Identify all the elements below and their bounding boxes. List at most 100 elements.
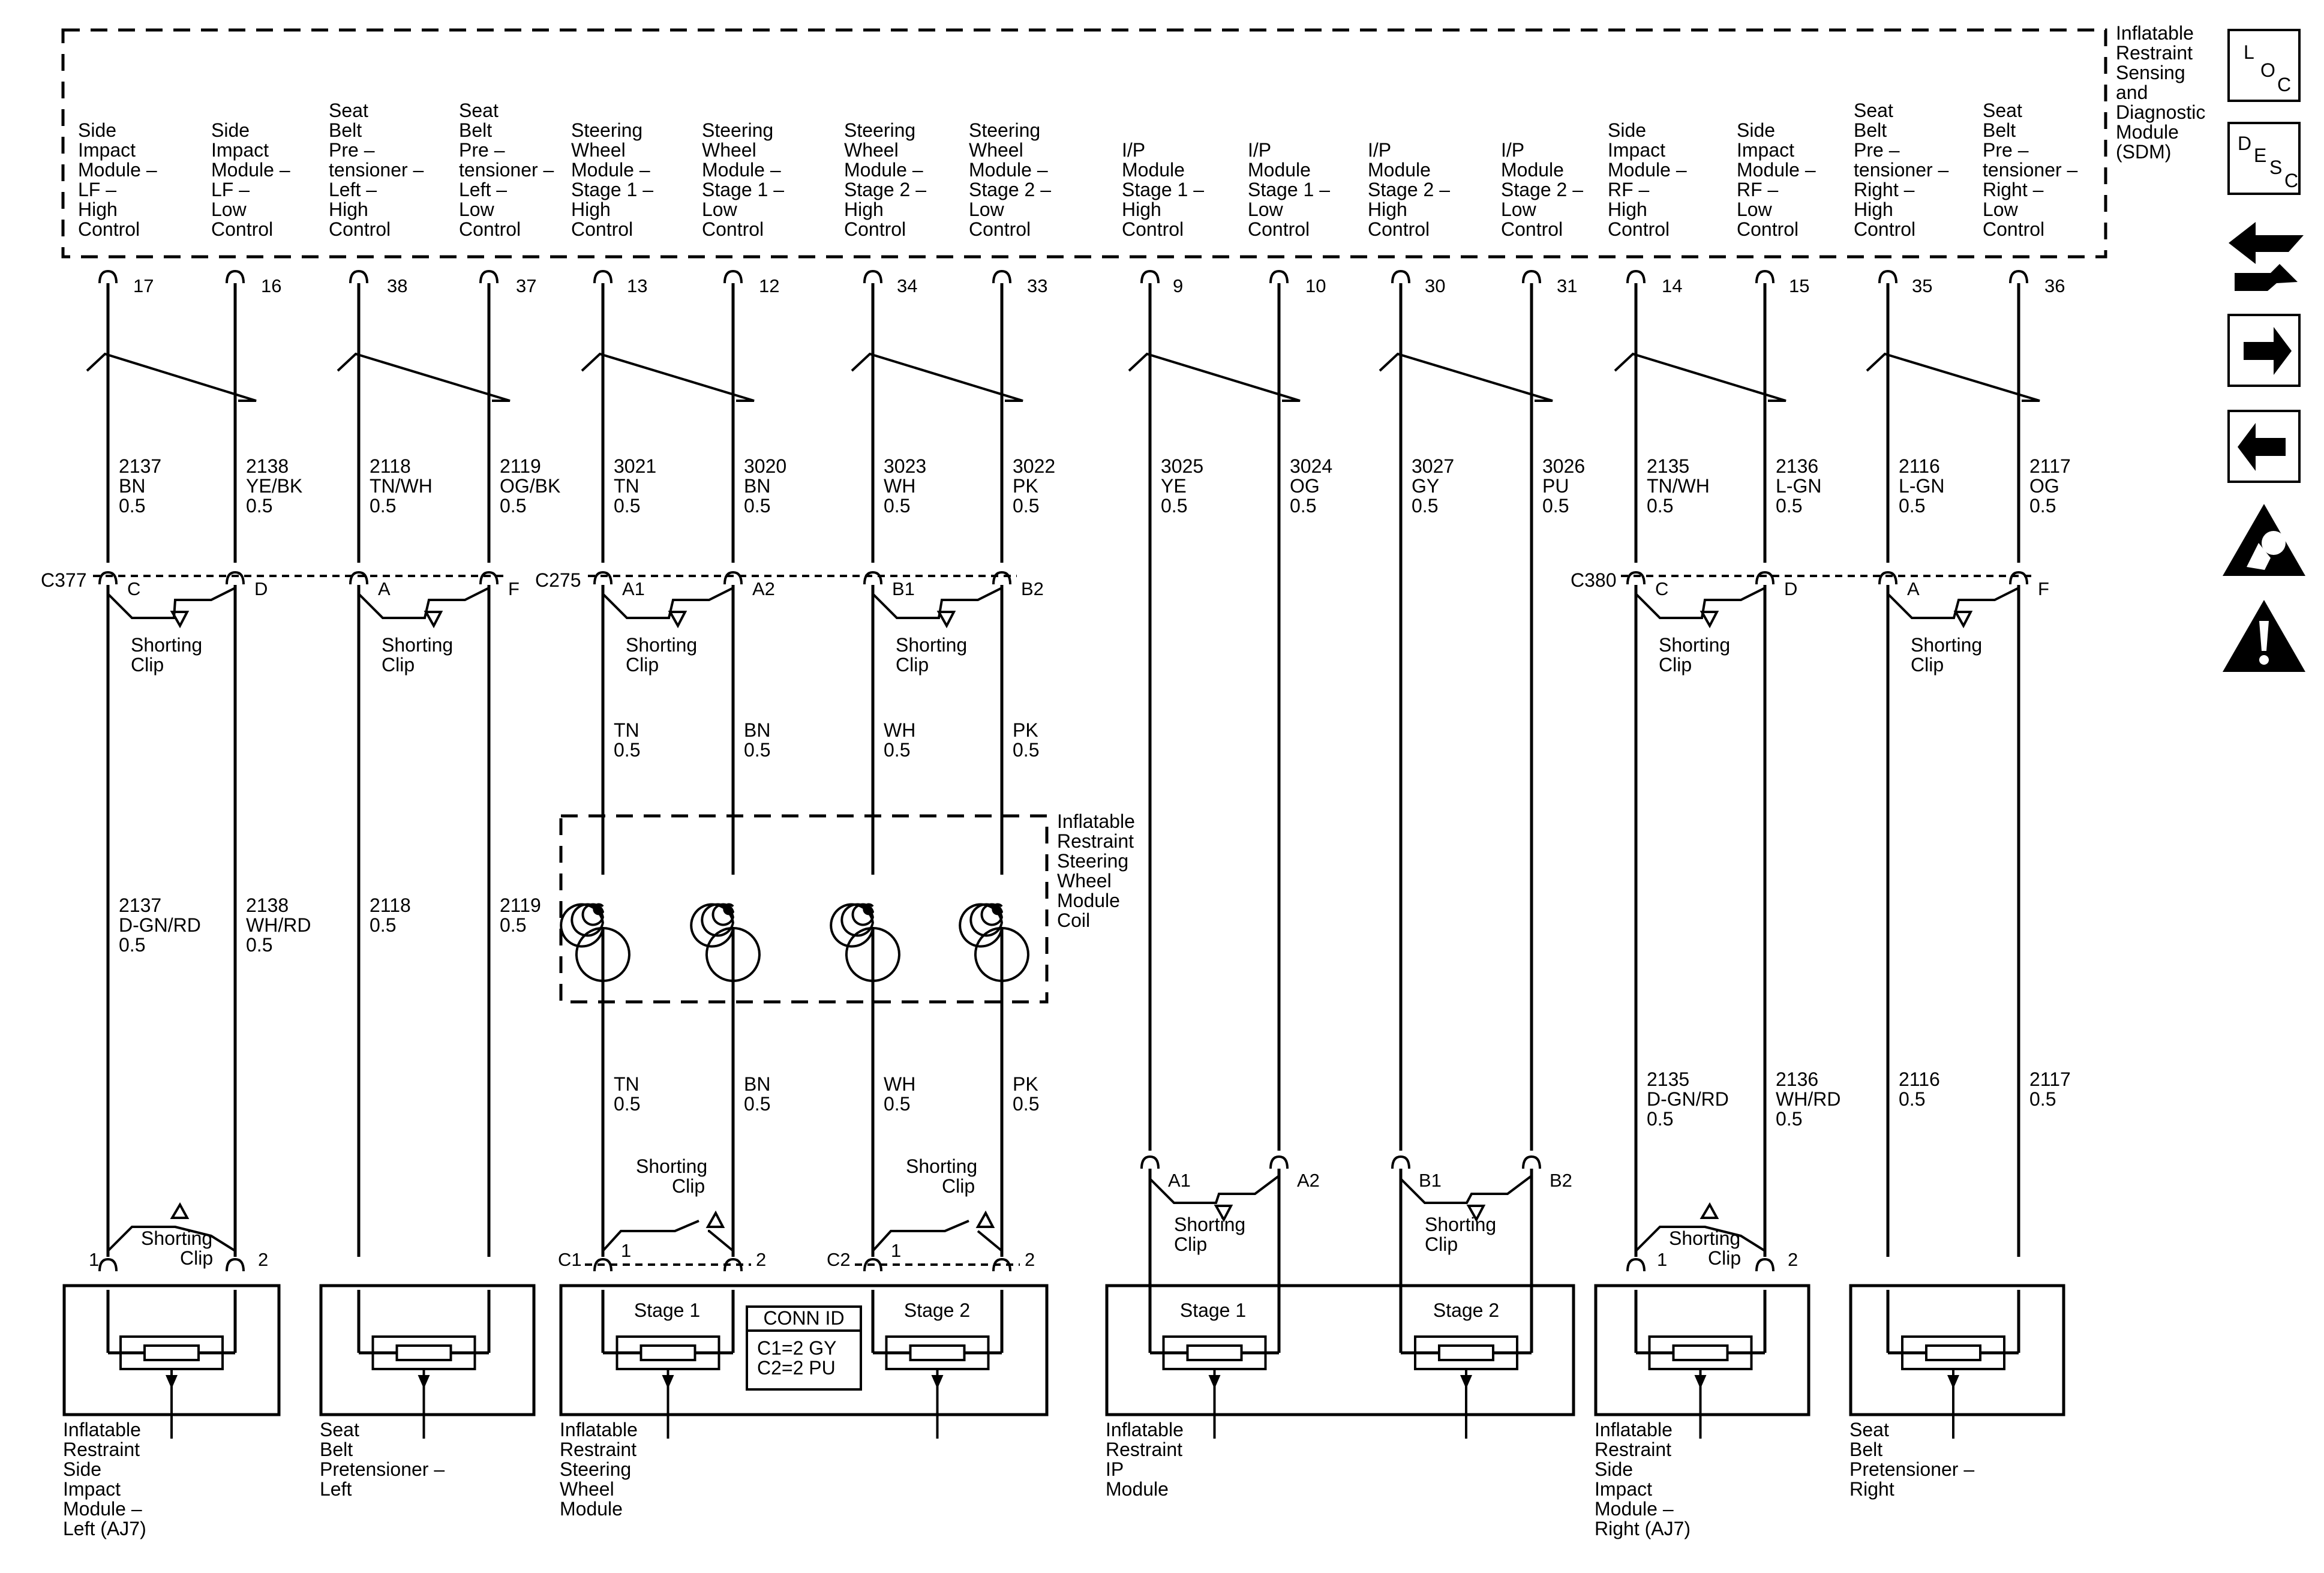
wire-label: 0.5 bbox=[884, 739, 910, 761]
shorting-clip-label: Shorting bbox=[131, 634, 202, 656]
loc-icon-letter: O bbox=[2260, 59, 2275, 81]
module-name: Inflatable bbox=[63, 1419, 141, 1440]
connector-pin: F bbox=[508, 578, 520, 599]
sdm-terminal bbox=[1755, 269, 1774, 284]
sdm-terminal-label: LF – bbox=[211, 179, 250, 200]
sdm-title: Sensing bbox=[2116, 62, 2185, 83]
caution-icon[interactable] bbox=[2223, 600, 2305, 672]
sdm-terminal-label: Control bbox=[1854, 218, 1915, 240]
desc-icon-letter: E bbox=[2254, 145, 2266, 166]
shorting-clip bbox=[602, 587, 734, 619]
sdm-terminal-label: Control bbox=[329, 218, 391, 240]
sdm-terminal-label: Module – bbox=[1737, 159, 1816, 181]
wire-label: 2138 bbox=[246, 455, 289, 477]
module-box bbox=[1105, 1284, 1575, 1416]
shorting-clip-label: Shorting bbox=[1174, 1214, 1245, 1235]
coil-title: Module bbox=[1057, 890, 1120, 911]
deploy-arrow-icon bbox=[1947, 1375, 1959, 1389]
shorting-clip bbox=[602, 1220, 734, 1252]
shorting-clip-label: Shorting bbox=[906, 1155, 977, 1177]
module-name: IP bbox=[1106, 1458, 1124, 1480]
sdm-terminal-label: Control bbox=[1983, 218, 2044, 240]
coil-title: Wheel bbox=[1057, 870, 1112, 891]
pin-number: 10 bbox=[1305, 275, 1326, 296]
sdm-title: Module bbox=[2116, 121, 2179, 143]
wire-label: BN bbox=[744, 475, 770, 497]
schematic-icon-wrench bbox=[2235, 264, 2298, 291]
wire-label: 2116 bbox=[1899, 455, 1940, 477]
sdm-terminal-label: Low bbox=[1248, 199, 1284, 220]
module-box bbox=[1594, 1284, 1810, 1416]
schematic-icon[interactable] bbox=[2229, 222, 2304, 291]
sdm-terminal-label: Stage 1 – bbox=[1122, 179, 1204, 200]
module-pin: C2 bbox=[827, 1249, 851, 1270]
airbag-warning-icon[interactable] bbox=[2223, 504, 2305, 576]
desc-icon-letter: D bbox=[2238, 133, 2251, 154]
sdm-terminal-label: Impact bbox=[1737, 139, 1794, 161]
sdm-terminal-label: Module – bbox=[702, 159, 781, 181]
shorting-clip-label: Clip bbox=[1425, 1233, 1458, 1255]
sdm-terminal bbox=[349, 269, 368, 284]
wire-label: 3020 bbox=[744, 455, 786, 477]
wire-label: 2135 bbox=[1647, 455, 1689, 477]
sdm-terminal-label: Module – bbox=[1608, 159, 1687, 181]
wire-label: TN/WH bbox=[370, 475, 433, 497]
ip-connector-pin: B1 bbox=[1419, 1170, 1442, 1191]
module-name: Side bbox=[63, 1458, 101, 1480]
wire-label: 3023 bbox=[884, 455, 926, 477]
sdm-terminal-label: Control bbox=[844, 218, 906, 240]
sdm-terminal-label: Seat bbox=[1983, 100, 2022, 121]
twisted-pair-mark bbox=[86, 352, 257, 402]
connector-pin: D bbox=[254, 578, 268, 599]
desc-icon[interactable] bbox=[2227, 122, 2301, 195]
squib-housing bbox=[615, 1335, 720, 1353]
connector-terminal bbox=[2009, 571, 2028, 585]
module-name: Restraint bbox=[560, 1439, 636, 1460]
module-name: Module – bbox=[1595, 1498, 1674, 1520]
sdm-terminal-label: High bbox=[329, 199, 368, 220]
sdm-terminal-label: Belt bbox=[329, 119, 362, 141]
sdm-terminal bbox=[992, 269, 1011, 284]
sdm-terminal-label: High bbox=[844, 199, 884, 220]
shorting-clip-tab bbox=[170, 611, 190, 629]
wire-label: 0.5 bbox=[500, 495, 526, 517]
shorting-clip-label: Shorting bbox=[1669, 1227, 1740, 1249]
deploy-arrow-icon bbox=[662, 1375, 674, 1389]
wire-label: GY bbox=[1412, 475, 1439, 497]
sdm-terminal-label: I/P bbox=[1248, 139, 1271, 161]
wire-label: 0.5 bbox=[884, 495, 910, 517]
wire-label: 0.5 bbox=[744, 739, 770, 761]
stage-label: Stage 2 bbox=[904, 1299, 970, 1321]
ip-connector-pin: B2 bbox=[1550, 1170, 1572, 1191]
sdm-terminal-label: Module – bbox=[844, 159, 923, 181]
connector-terminal bbox=[226, 571, 245, 585]
sdm-terminal-label: Stage 1 – bbox=[1248, 179, 1330, 200]
wire-label: 2117 bbox=[2029, 455, 2071, 477]
shorting-clip-tab bbox=[975, 1210, 995, 1228]
sdm-terminal-label: Control bbox=[1248, 218, 1310, 240]
module-name: Belt bbox=[1849, 1439, 1882, 1460]
clockspring-coil-icon bbox=[959, 903, 1029, 982]
shorting-clip-label: Clip bbox=[896, 654, 929, 676]
connector-name: C377 bbox=[41, 569, 87, 591]
sdm-title: and bbox=[2116, 82, 2148, 103]
squib-element bbox=[639, 1344, 696, 1361]
connector-terminal bbox=[593, 571, 612, 585]
sdm-terminal-label: Steering bbox=[844, 119, 915, 141]
wire-label: 2119 bbox=[500, 894, 541, 916]
shorting-clip-label: Clip bbox=[672, 1175, 705, 1197]
loc-icon[interactable] bbox=[2227, 29, 2301, 102]
wire-label: PK bbox=[1013, 1073, 1038, 1095]
navigation-panel[interactable] bbox=[2223, 29, 2305, 672]
sdm-terminal-label: Low bbox=[1983, 199, 2019, 220]
wire-label: 3026 bbox=[1542, 455, 1585, 477]
ip-terminal bbox=[1140, 1155, 1160, 1169]
connector-pin: A2 bbox=[752, 578, 775, 599]
shorting-clip-label: Shorting bbox=[626, 634, 697, 656]
sdm-terminal-label: Steering bbox=[571, 119, 642, 141]
module-box bbox=[1849, 1284, 2065, 1416]
sdm-terminal-label: Module bbox=[1248, 159, 1311, 181]
wire-label: 0.5 bbox=[614, 739, 640, 761]
squib-housing bbox=[1414, 1335, 1518, 1353]
